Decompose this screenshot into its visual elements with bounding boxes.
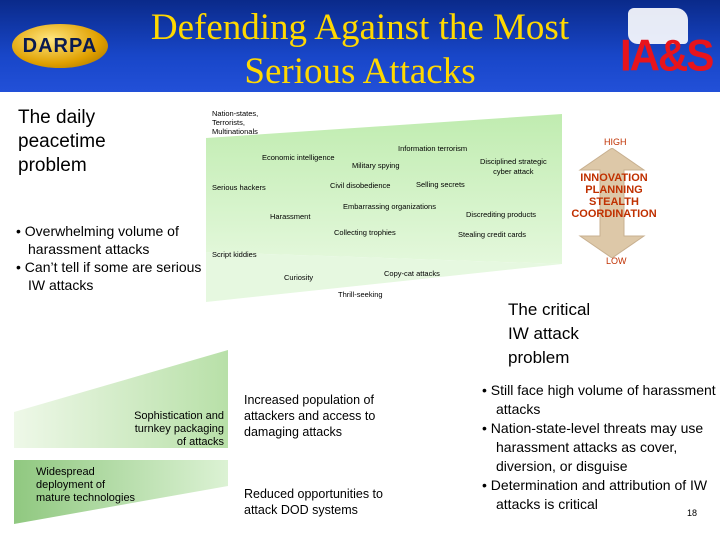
label-civil-disobedience: Civil disobedience xyxy=(330,181,391,190)
widespread-wedge xyxy=(14,460,228,524)
heading-line: The critical xyxy=(508,300,591,319)
heading-line: peacetime xyxy=(18,131,106,152)
label-stealing-cards: Stealing credit cards xyxy=(458,230,526,239)
label-line: Sophistication and xyxy=(134,410,224,422)
darpa-logo: DARPA xyxy=(12,24,108,68)
label-line: deployment of xyxy=(36,479,106,491)
label-line: of attacks xyxy=(176,436,224,448)
heading-line: problem xyxy=(508,348,570,367)
label-script-kiddies: Script kiddies xyxy=(212,250,257,259)
innovation-labels: INNOVATION PLANNING STEALTH COORDINATION xyxy=(564,172,664,220)
page-number: 18 xyxy=(687,508,698,518)
label-copycat: Copy-cat attacks xyxy=(384,269,440,278)
innovation-line: PLANNING xyxy=(585,184,643,196)
left-bullets: • Overwhelming volume of harassment atta… xyxy=(16,222,216,294)
wedge-bottom-tail xyxy=(206,252,562,302)
threat-wedge-diagram xyxy=(206,114,562,302)
daily-problem-heading: The daily peacetime problem xyxy=(18,106,168,178)
usa-map-icon xyxy=(628,8,688,44)
slide-title: Defending Against the Most Serious Attac… xyxy=(140,6,580,94)
label-line: cyber attack xyxy=(493,167,534,176)
innovation-line: COORDINATION xyxy=(571,208,657,220)
label-disciplined-attack: Disciplined strategic cyber attack xyxy=(480,157,547,177)
label-line: mature technologies xyxy=(36,492,136,504)
label-thrill-seeking: Thrill-seeking xyxy=(338,290,383,299)
label-line: turnkey packaging xyxy=(134,423,224,435)
widespread-label: Widespread deployment of mature technolo… xyxy=(36,466,156,505)
label-economic-intelligence: Economic intelligence xyxy=(262,153,335,162)
high-low-arrow xyxy=(578,148,646,258)
critical-problem-heading: The critical IW attack problem xyxy=(508,298,658,370)
label-line: Terrorists, xyxy=(212,118,245,127)
label-line: Nation-states, xyxy=(212,109,259,118)
label-embarrassing: Embarrassing organizations xyxy=(343,202,436,211)
label-nation-states: Nation-states, Terrorists, Multinational… xyxy=(212,109,258,136)
sophistication-label: Sophistication and turnkey packaging of … xyxy=(90,410,224,449)
reduced-opportunities-text: Reduced opportunities to attack DOD syst… xyxy=(244,487,383,517)
heading-line: The daily xyxy=(18,107,96,128)
label-selling-secrets: Selling secrets xyxy=(416,180,465,189)
bullet-item: • Determination and attribution of IW at… xyxy=(482,477,708,512)
innovation-line: INNOVATION xyxy=(580,172,648,184)
label-line: Widespread xyxy=(36,466,95,478)
label-line: Disciplined strategic xyxy=(480,157,547,166)
label-curiosity: Curiosity xyxy=(284,273,314,282)
innovation-line: STEALTH xyxy=(589,196,639,208)
right-bullets: • Still face high volume of harassment a… xyxy=(482,381,718,514)
title-line-1: Defending Against the Most xyxy=(150,7,570,48)
high-label: HIGH xyxy=(604,137,627,147)
heading-line: IW attack xyxy=(508,324,579,343)
bullet-item: • Nation-state-level threats may use har… xyxy=(482,420,704,474)
heading-line: problem xyxy=(18,155,87,176)
label-harassment: Harassment xyxy=(270,212,311,221)
slide-header: DARPA Defending Against the Most Serious… xyxy=(0,0,720,92)
low-label: LOW xyxy=(606,256,627,266)
bullet-item: • Still face high volume of harassment a… xyxy=(482,382,716,417)
increased-population-text: Increased population of attackers and ac… xyxy=(244,393,376,439)
label-serious-hackers: Serious hackers xyxy=(212,183,266,192)
bullet-item: • Overwhelming volume of harassment atta… xyxy=(16,223,179,257)
bullet-item: • Can’t tell if some are serious IW atta… xyxy=(16,259,202,293)
darpa-logo-text: DARPA xyxy=(22,34,98,57)
sophistication-wedge xyxy=(14,350,228,448)
ias-logo: IA&S xyxy=(620,30,714,81)
label-discrediting: Discrediting products xyxy=(466,210,537,219)
label-information-terrorism: Information terrorism xyxy=(398,144,468,153)
label-line: Multinationals xyxy=(212,127,258,136)
wedge-top-band xyxy=(206,114,562,264)
label-military-spying: Military spying xyxy=(352,161,400,170)
trend-wedges-diagram xyxy=(14,350,228,524)
title-line-2: Serious Attacks xyxy=(244,51,476,92)
label-collecting-trophies: Collecting trophies xyxy=(334,228,396,237)
